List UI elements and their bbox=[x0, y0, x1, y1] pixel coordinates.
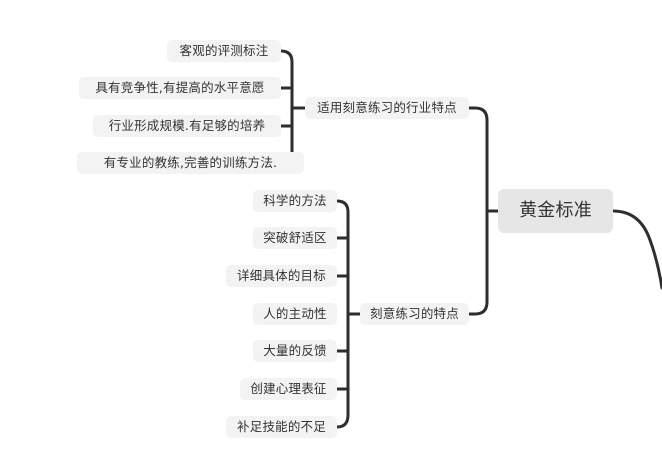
leaf-node-initiative[interactable]: 人的主动性 bbox=[253, 303, 337, 325]
branch-node-practice-traits[interactable]: 刻意练习的特点 bbox=[360, 303, 469, 325]
leaf-node-industry-scale[interactable]: 行业形成规模.有足够的培养 bbox=[93, 115, 281, 137]
leaf-node-comfort-zone[interactable]: 突破舒适区 bbox=[253, 227, 337, 249]
leaf-node-mental-representation[interactable]: 创建心理表征 bbox=[240, 378, 337, 400]
connector-branch2-children bbox=[335, 199, 362, 429]
connector-branch1-children bbox=[279, 49, 307, 165]
leaf-node-fill-skill-gaps[interactable]: 补足技能的不足 bbox=[226, 416, 337, 438]
root-node-gold-standard[interactable]: 黄金标准 bbox=[498, 189, 613, 233]
leaf-node-scientific-method[interactable]: 科学的方法 bbox=[253, 190, 337, 212]
leaf-node-competitive[interactable]: 具有竞争性,有提高的水平意愿 bbox=[79, 77, 281, 99]
connector-root-branches bbox=[467, 106, 500, 316]
connector-root-parent bbox=[611, 209, 662, 290]
branch-node-industry-traits[interactable]: 适用刻意练习的行业特点 bbox=[305, 97, 469, 119]
leaf-node-professional-coach[interactable]: 有专业的教练,完善的训练方法. bbox=[77, 152, 304, 174]
leaf-node-objective-evaluation[interactable]: 客观的评测标注 bbox=[167, 40, 281, 62]
leaf-node-feedback[interactable]: 大量的反馈 bbox=[253, 340, 337, 362]
leaf-node-specific-goals[interactable]: 详细具体的目标 bbox=[226, 265, 337, 287]
